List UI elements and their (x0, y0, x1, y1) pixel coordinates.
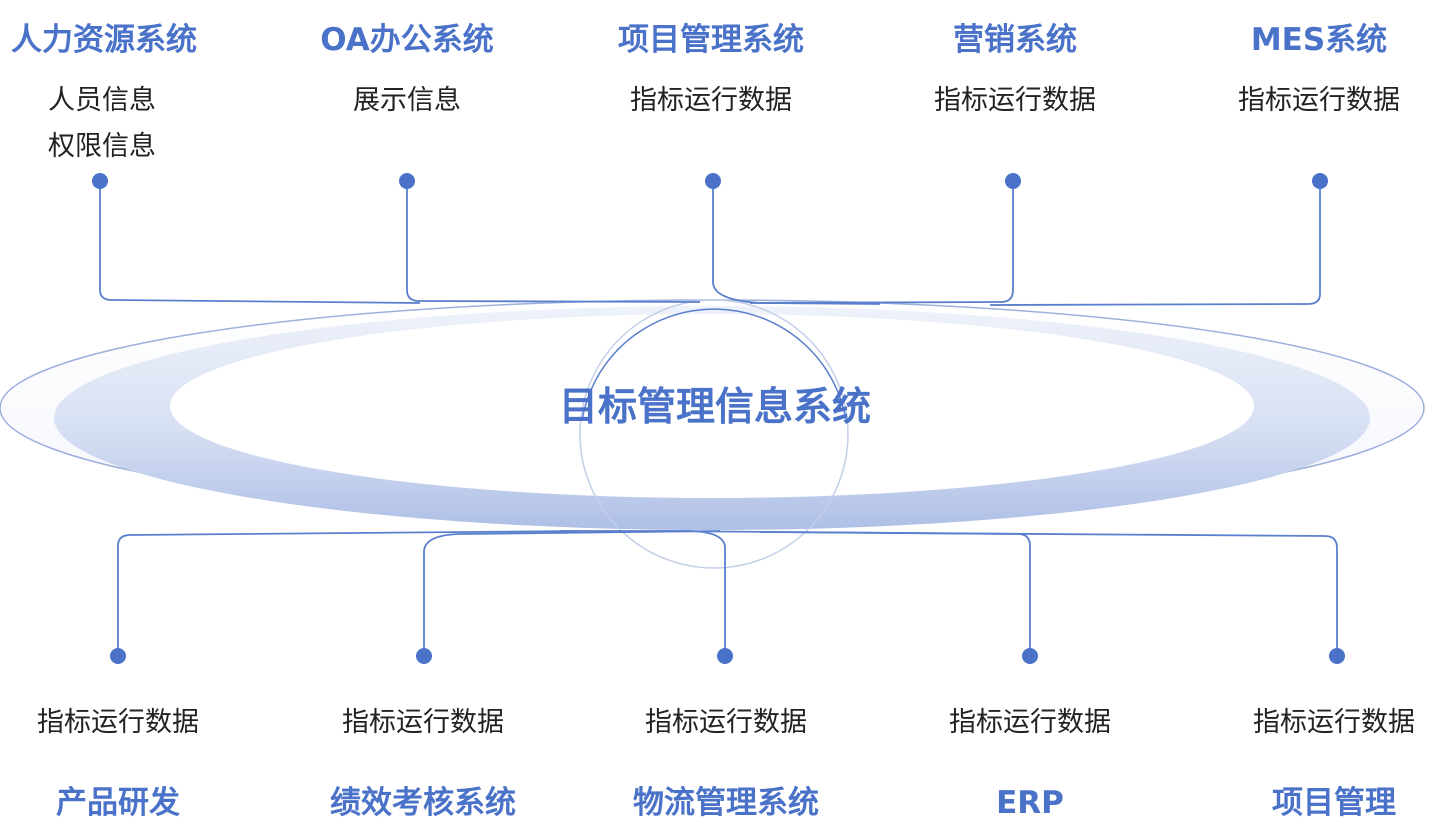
top-dots (92, 173, 1328, 189)
node-description: 指标运行数据 (561, 78, 861, 124)
node-description: 指标运行数据 (1169, 78, 1438, 124)
node-description-line: 展示信息 (353, 85, 461, 116)
node-dot (416, 648, 432, 664)
center-circle-top-arc (581, 308, 847, 421)
node-dot (399, 173, 415, 189)
node-title: 绩效考核系统 (330, 785, 516, 821)
node-description: 指标运行数据 (880, 700, 1180, 746)
node-dot (1005, 173, 1021, 189)
node-description: 指标运行数据 (1184, 700, 1438, 746)
connector-line-logistics (560, 530, 726, 656)
node-title: 项目管理系统 (618, 22, 804, 58)
node-description-line: 指标运行数据 (1238, 85, 1400, 116)
node-description-line: 人员信息 (48, 85, 156, 116)
node-title: 项目管理 (1272, 785, 1396, 821)
connector-line-hr (99, 181, 421, 304)
node-dot (1312, 173, 1328, 189)
top-connectors (99, 181, 1321, 306)
node-title: 产品研发 (56, 785, 180, 821)
node-title: OA办公系统 (320, 22, 494, 58)
node-description-line: 权限信息 (48, 131, 156, 162)
node-description: 指标运行数据 (273, 700, 573, 746)
node-description: 人员信息 权限信息 (0, 78, 252, 170)
connector-line-pm (712, 181, 881, 305)
node-description-line: 指标运行数据 (37, 707, 199, 738)
bottom-connectors (117, 530, 1338, 656)
node-dot (110, 648, 126, 664)
node-dot (92, 173, 108, 189)
connector-line-rd (117, 530, 581, 656)
connector-line-marketing (749, 181, 1014, 304)
node-description-line: 指标运行数据 (949, 707, 1111, 738)
node-description: 指标运行数据 (0, 700, 268, 746)
node-description-line: 指标运行数据 (1253, 707, 1415, 738)
connector-line-project (759, 531, 1338, 656)
node-description: 指标运行数据 (576, 700, 876, 746)
node-description-line: 指标运行数据 (934, 85, 1096, 116)
node-dot (1022, 648, 1038, 664)
node-dot (717, 648, 733, 664)
node-title: ERP (996, 785, 1064, 821)
node-description-line: 指标运行数据 (645, 707, 807, 738)
connector-line-kpi (423, 530, 721, 656)
connector-line-mes (989, 181, 1321, 306)
node-dot (705, 173, 721, 189)
center-system-title: 目标管理信息系统 (558, 385, 871, 430)
node-title: MES系统 (1250, 22, 1388, 58)
connector-line-erp (659, 530, 1031, 656)
node-title: 营销系统 (953, 22, 1077, 58)
node-description-line: 指标运行数据 (342, 707, 504, 738)
node-description: 展示信息 (257, 78, 557, 124)
connector-line-oa (406, 181, 701, 303)
node-title: 物流管理系统 (633, 785, 819, 821)
node-description: 指标运行数据 (865, 78, 1165, 124)
node-title: 人力资源系统 (11, 22, 197, 58)
center-circle (579, 299, 849, 569)
node-description-line: 指标运行数据 (630, 85, 792, 116)
node-dot (1329, 648, 1345, 664)
inner-ellipse (170, 314, 1254, 498)
bottom-dots (110, 648, 1345, 664)
